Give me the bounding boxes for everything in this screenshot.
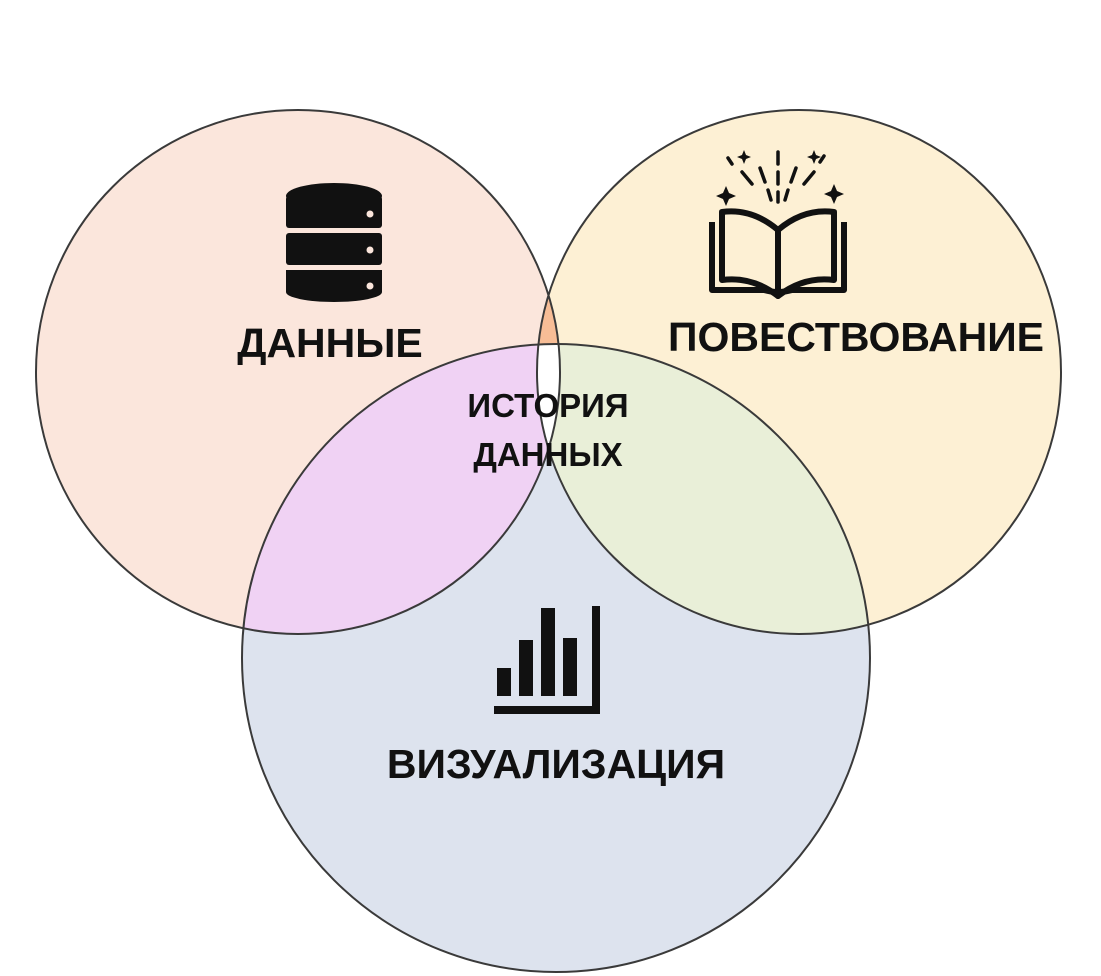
overlap-data-viz — [242, 344, 560, 634]
label-visualization: ВИЗУАЛИЗАЦИЯ — [387, 741, 725, 787]
open-book-icon — [709, 150, 847, 299]
circle-viz-outline — [241, 343, 871, 973]
database-icon — [286, 183, 382, 302]
label-center-line2: ДАННЫХ — [473, 436, 622, 473]
label-data: ДАННЫЕ — [237, 320, 423, 366]
bar-chart-icon — [494, 606, 600, 714]
label-center-line1: ИСТОРИЯ — [467, 387, 628, 424]
overlap-story-viz — [537, 344, 870, 634]
circle-story-outline — [536, 109, 1062, 635]
label-storytelling: ПОВЕСТВОВАНИЕ — [668, 314, 1044, 360]
circle-data-outline — [35, 109, 561, 635]
